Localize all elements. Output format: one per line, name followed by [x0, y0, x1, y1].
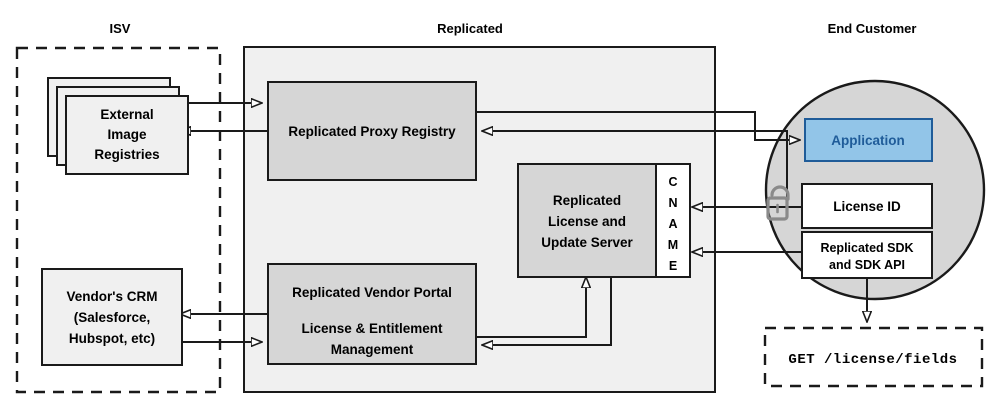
connection-vendor-portal-to-license-server	[476, 277, 586, 338]
application-label: Application	[831, 133, 905, 148]
node-replicated-sdk[interactable]: Replicated SDK and SDK API	[801, 231, 933, 279]
registries-line-1: External	[100, 107, 153, 122]
zone-title-replicated: Replicated	[437, 21, 503, 36]
connection-proxy-to-application	[476, 111, 800, 140]
cname-letter-a: A	[668, 217, 677, 231]
vendor-portal-line-2: License & Entitlement	[301, 321, 443, 336]
node-application[interactable]: Application	[804, 118, 933, 162]
registries-line-3: Registries	[94, 147, 159, 162]
vendors-crm-box	[41, 268, 183, 366]
cname-letter-n: N	[668, 196, 677, 210]
cname-letter-c: C	[668, 175, 677, 189]
license-server-line-3: Update Server	[541, 235, 633, 250]
license-fields-box	[763, 326, 984, 388]
unlock-icon-body	[766, 196, 789, 221]
cname-letter-e: E	[669, 259, 677, 273]
zone-title-end-customer: End Customer	[828, 21, 917, 36]
license-fields-label: GET /license/fields	[788, 352, 957, 368]
proxy-registry-label: Replicated Proxy Registry	[288, 124, 456, 139]
cname-strip-box	[655, 163, 691, 278]
cname-letter-m: M	[668, 238, 678, 252]
registries-line-2: Image	[107, 127, 147, 142]
zone-title-isv: ISV	[110, 21, 131, 36]
node-replicated-license-update-server[interactable]: Replicated License and Update Server	[517, 163, 657, 278]
connection-license-server-to-vendor-portal	[482, 268, 612, 345]
vendor-portal-box	[267, 263, 477, 365]
node-cname-strip[interactable]: C N A M E	[655, 163, 691, 278]
node-license-fields-request[interactable]: GET /license/fields	[763, 326, 984, 388]
registry-stack-front	[65, 95, 189, 175]
node-replicated-vendor-portal[interactable]: Replicated Vendor Portal License & Entit…	[267, 263, 477, 365]
node-vendors-crm[interactable]: Vendor's CRM (Salesforce, Hubspot, etc)	[41, 268, 183, 366]
vendors-crm-line-1: Vendor's CRM	[67, 289, 158, 304]
replicated-sdk-line-2: and SDK API	[829, 258, 905, 272]
replicated-sdk-line-1: Replicated SDK	[820, 241, 913, 255]
license-id-label: License ID	[833, 199, 901, 214]
application-box	[804, 118, 933, 162]
license-server-line-2: License and	[548, 214, 626, 229]
vendor-portal-line-1: Replicated Vendor Portal	[292, 285, 452, 300]
node-external-image-registries[interactable]: External Image Registries	[47, 77, 189, 175]
node-license-id[interactable]: License ID	[801, 183, 933, 229]
license-server-line-1: Replicated	[553, 193, 621, 208]
unlock-icon	[766, 185, 790, 221]
zone-isv-boundary	[15, 46, 222, 394]
connection-layer	[174, 103, 867, 345]
connection-application-to-proxy	[482, 131, 788, 203]
license-id-box	[801, 183, 933, 229]
vendor-portal-line-3: Management	[331, 342, 414, 357]
node-replicated-proxy-registry[interactable]: Replicated Proxy Registry	[267, 81, 477, 181]
vendors-crm-line-2: (Salesforce,	[74, 310, 151, 325]
replicated-sdk-box	[801, 231, 933, 279]
vendors-crm-line-3: Hubspot, etc)	[69, 331, 155, 346]
proxy-registry-box	[267, 81, 477, 181]
